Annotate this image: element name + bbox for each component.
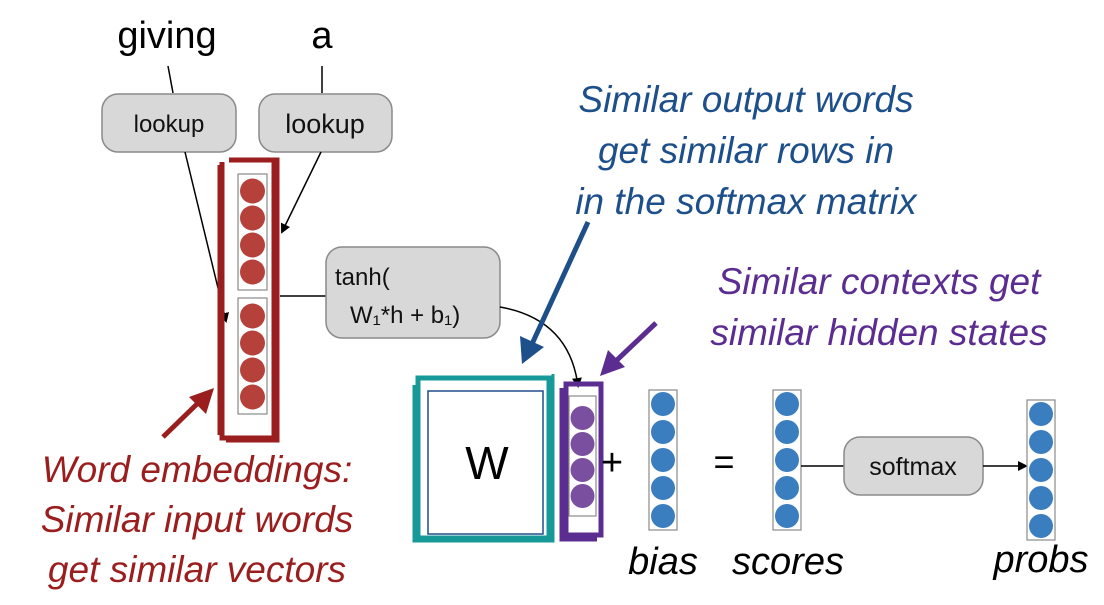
lookup-box-2: lookup [258, 93, 393, 153]
embedding-cell [240, 232, 265, 258]
tanh-label-line1: tanh( [335, 264, 390, 291]
bias-cell [651, 476, 675, 500]
hidden-cell [570, 458, 595, 482]
annotation-contexts-line2: similar hidden states [710, 312, 1047, 353]
embedding-cell [240, 357, 265, 383]
softmax-label: softmax [869, 453, 957, 481]
embedding-cell [240, 205, 265, 231]
tanh-box: tanh( W₁*h + b₁) [325, 246, 501, 339]
matrix-label: W [465, 437, 509, 489]
embedding-cell [240, 178, 265, 204]
bias-cell [651, 392, 675, 416]
connector-giving-lookup [167, 65, 174, 94]
lookup-label-1: lookup [134, 111, 205, 138]
embedding-bracket [217, 157, 280, 443]
annotation-embeddings-line1: Word embeddings: [42, 449, 353, 490]
scores-cell [775, 476, 799, 500]
annotation-output-line2: get similar rows in [598, 130, 894, 171]
annotation-embeddings-line3: get similar vectors [48, 549, 346, 590]
lookup-label-2: lookup [285, 109, 365, 139]
bias-cell [651, 504, 675, 528]
scores-cell [775, 420, 799, 444]
scores-cell [775, 448, 799, 472]
probs-label: probs [992, 539, 1088, 581]
embedding-cell [240, 259, 265, 285]
input-word-giving: giving [117, 15, 216, 57]
probs-cell [1029, 458, 1053, 482]
lookup-box-1: lookup [101, 93, 237, 153]
annotation-contexts: Similar contexts get similar hidden stat… [710, 261, 1047, 353]
hidden-cell [570, 432, 595, 456]
hidden-state-bracket [559, 381, 604, 542]
bias-cell [651, 420, 675, 444]
annotation-embeddings: Word embeddings: Similar input words get… [41, 449, 354, 590]
bias-label: bias [628, 541, 698, 583]
annotation-output-line3: in the softmax matrix [575, 181, 918, 222]
softmax-weight-matrix: W [412, 374, 555, 543]
hidden-cell [570, 484, 595, 508]
annotation-embeddings-line2: Similar input words [41, 499, 354, 540]
embedding-cell [240, 303, 265, 329]
annotation-output-words: Similar output words get similar rows in… [575, 79, 918, 222]
plus-operator: + [601, 442, 623, 484]
softmax-box: softmax [843, 436, 984, 496]
probs-cell [1029, 402, 1053, 426]
tanh-to-hidden-arrow [499, 306, 582, 388]
annotation-contexts-arrow [600, 321, 658, 376]
annotation-embeddings-arrow [161, 388, 214, 439]
annotation-output-arrow [520, 220, 591, 364]
lookup2-to-embedding-arrow [281, 151, 322, 234]
tanh-label-line2: W₁*h + b₁) [350, 302, 460, 329]
embedding-cell [240, 330, 265, 356]
scores-cell [775, 504, 799, 528]
scores-label: scores [732, 541, 844, 583]
bias-cell [651, 448, 675, 472]
annotation-contexts-line1: Similar contexts get [718, 261, 1043, 302]
scores-cell [775, 392, 799, 416]
equals-operator: = [713, 441, 734, 482]
hidden-cell [570, 406, 595, 430]
probs-cell [1029, 514, 1053, 538]
probs-cell [1029, 430, 1053, 454]
input-word-a: a [311, 15, 333, 57]
probs-cell [1029, 486, 1053, 510]
embedding-cell [240, 384, 265, 410]
annotation-output-line1: Similar output words [578, 79, 913, 120]
